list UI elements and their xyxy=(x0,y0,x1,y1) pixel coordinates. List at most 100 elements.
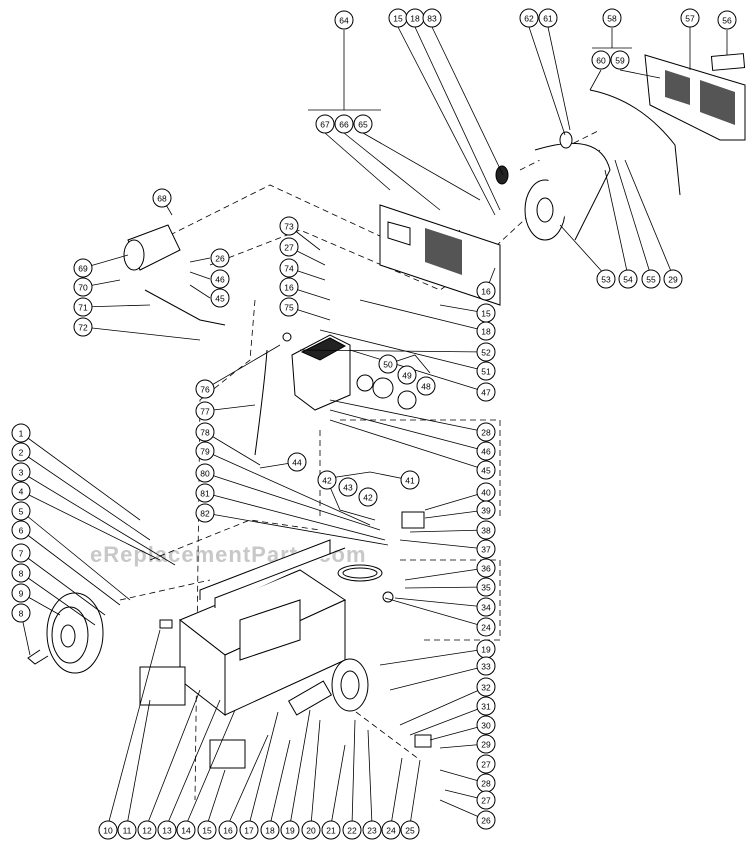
callout-circle xyxy=(416,376,436,396)
callout-number: 15 xyxy=(481,309,491,319)
callout-b24: 24 xyxy=(381,820,401,840)
callout-r24: 24 xyxy=(476,617,496,637)
callout-t53: 53 xyxy=(596,269,616,289)
callout-number: 80 xyxy=(200,469,210,479)
callout-circle xyxy=(157,820,177,840)
callout-number: 81 xyxy=(200,489,210,499)
callout-number: 52 xyxy=(481,348,491,358)
callout-number: 27 xyxy=(481,760,491,770)
callout-number: 67 xyxy=(320,120,330,130)
callout-number: 13 xyxy=(162,826,172,836)
callout-m42b: 42 xyxy=(358,487,378,507)
callout-circle xyxy=(195,422,215,442)
callout-number: 44 xyxy=(292,458,302,468)
callout-circle xyxy=(342,820,362,840)
callout-number: 65 xyxy=(358,120,368,130)
callout-number: 55 xyxy=(646,275,656,285)
callout-circle xyxy=(476,597,496,617)
callout-circle xyxy=(610,50,630,70)
callout-circle xyxy=(117,820,137,840)
callout-t83: 83 xyxy=(422,8,442,28)
shroud-plate xyxy=(379,204,501,306)
callout-circle xyxy=(11,543,31,563)
callout-number: 45 xyxy=(481,466,491,476)
callout-circle xyxy=(717,10,737,30)
callout-number: 46 xyxy=(481,447,491,457)
callout-circle xyxy=(680,8,700,28)
callout-l68: 68 xyxy=(152,188,172,208)
callout-l46: 46 xyxy=(210,269,230,289)
callout-number: 42 xyxy=(363,493,373,503)
callout-circle xyxy=(195,503,215,523)
callout-number: 16 xyxy=(223,826,233,836)
callout-number: 15 xyxy=(202,826,212,836)
callout-m73: 73 xyxy=(279,216,299,236)
callout-number: 28 xyxy=(481,779,491,789)
callout-circle xyxy=(476,754,496,774)
callout-m77: 77 xyxy=(195,401,215,421)
callout-circle xyxy=(476,810,496,830)
callout-b13: 13 xyxy=(157,820,177,840)
callout-r28: 28 xyxy=(476,773,496,793)
callout-circle xyxy=(137,820,157,840)
callout-circle xyxy=(218,820,238,840)
callout-number: 19 xyxy=(285,826,295,836)
callout-m80: 80 xyxy=(195,463,215,483)
callout-t64: 64 xyxy=(334,10,354,30)
callout-circle xyxy=(195,401,215,421)
callout-number: 43 xyxy=(343,483,353,493)
callout-number: 23 xyxy=(367,826,377,836)
callout-b18: 18 xyxy=(260,820,280,840)
decal-plates xyxy=(139,619,246,769)
callout-number: 18 xyxy=(481,327,491,337)
callout-circle xyxy=(476,500,496,520)
callout-circle xyxy=(591,50,611,70)
callout-number: 12 xyxy=(142,826,152,836)
callout-number: 77 xyxy=(200,407,210,417)
callout-circle xyxy=(11,481,31,501)
callout-circle xyxy=(476,558,496,578)
callout-number: 51 xyxy=(481,367,491,377)
callout-circle xyxy=(476,460,496,480)
callout-b20: 20 xyxy=(301,820,321,840)
callout-m51: 51 xyxy=(476,361,496,381)
callout-r30: 30 xyxy=(476,715,496,735)
callout-circle xyxy=(317,470,337,490)
callout-number: 72 xyxy=(78,323,88,333)
callout-m28: 28 xyxy=(476,422,496,442)
callout-number: 29 xyxy=(481,740,491,750)
callout-number: 24 xyxy=(481,623,491,633)
callout-m44: 44 xyxy=(287,452,307,472)
callout-circle xyxy=(476,656,496,676)
callout-number: 3 xyxy=(19,468,24,478)
callout-circle xyxy=(476,281,496,301)
callout-circle xyxy=(476,617,496,637)
callout-m48: 48 xyxy=(416,376,436,396)
callout-c7: 7 xyxy=(11,543,31,563)
callout-number: 16 xyxy=(284,283,294,293)
callout-circle xyxy=(663,269,683,289)
callout-circle xyxy=(11,603,31,623)
callout-t67: 67 xyxy=(315,114,335,134)
callout-number: 40 xyxy=(481,488,491,498)
callout-circle xyxy=(11,442,31,462)
callout-r31: 31 xyxy=(476,696,496,716)
callout-number: 68 xyxy=(157,194,167,204)
callout-b16: 16 xyxy=(218,820,238,840)
callout-b22: 22 xyxy=(342,820,362,840)
callout-circle xyxy=(287,452,307,472)
callout-circle xyxy=(476,382,496,402)
callout-circle xyxy=(176,820,196,840)
callout-circle xyxy=(98,820,118,840)
callout-circle xyxy=(197,820,217,840)
callout-m79: 79 xyxy=(195,441,215,461)
callout-circle xyxy=(73,317,93,337)
callout-circle xyxy=(476,539,496,559)
callout-circle xyxy=(279,258,299,278)
belt-guard xyxy=(589,53,746,196)
callout-number: 26 xyxy=(481,816,491,826)
callout-m15: 15 xyxy=(476,303,496,323)
callout-c2: 2 xyxy=(11,442,31,462)
callout-number: 19 xyxy=(481,645,491,655)
